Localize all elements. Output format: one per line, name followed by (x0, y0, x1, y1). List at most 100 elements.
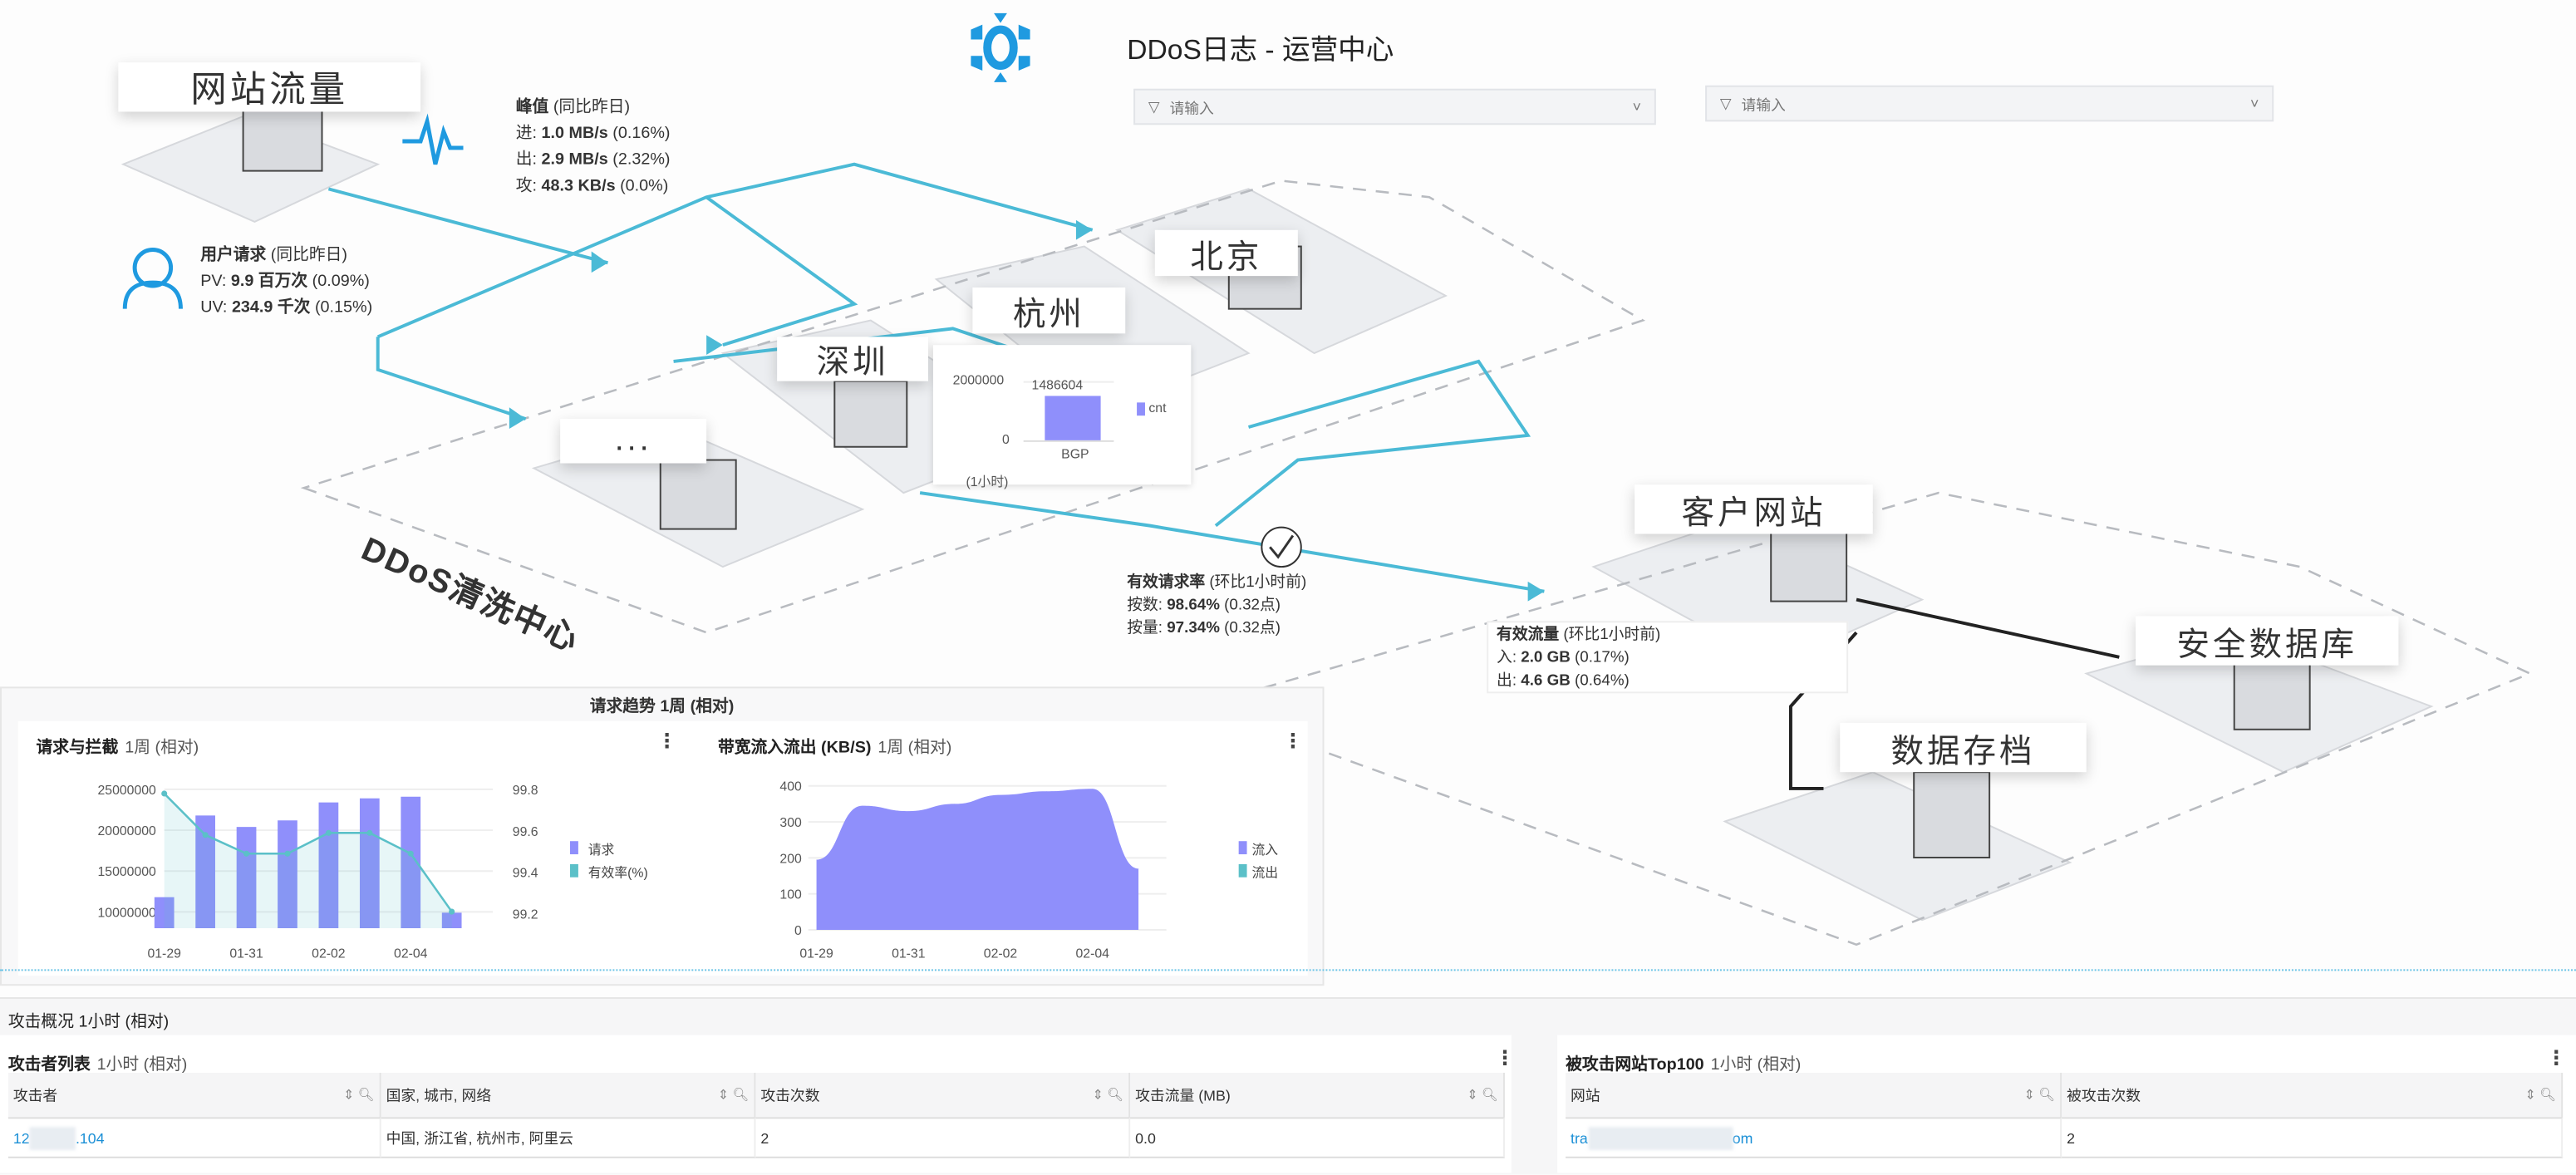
col-header-geo[interactable]: 国家, 城市, 网络 ⇕ 🔍︎ (381, 1073, 756, 1117)
attackers-table: 攻击者⇕ 🔍︎ 国家, 城市, 网络 ⇕ 🔍︎ 攻击次数⇕ 🔍︎ 攻击流量 (MB… (8, 1073, 1505, 1158)
x-tick-label: 01-31 (229, 947, 263, 961)
col-label: 攻击流量 (MB) (1135, 1084, 1231, 1106)
x-tick-label: 01-31 (892, 947, 926, 961)
pulse-icon (402, 121, 463, 164)
line-point-02-04 (408, 851, 414, 857)
sort-search-icon[interactable]: ⇕ 🔍︎ (1467, 1088, 1498, 1103)
user-req-title: 用户请求 (200, 247, 266, 265)
col-header-traffic[interactable]: 攻击流量 (MB) ⇕ 🔍︎ (1130, 1073, 1505, 1117)
sort-search-icon[interactable]: ⇕ 🔍︎ (718, 1088, 750, 1103)
table-row-cell-ip[interactable]: 12 .104 (8, 1117, 381, 1158)
valid-rate-title: 有效请求率 (1127, 573, 1205, 592)
vol-delta: (0.32点) (1224, 619, 1281, 637)
col-header-site[interactable]: 网站⇕ 🔍︎ (1566, 1073, 2062, 1117)
vt-out-pct: (0.64%) (1575, 672, 1630, 691)
y2-tick-label: 99.6 (513, 825, 538, 839)
node-shenzhen[interactable]: 深圳 (777, 337, 928, 381)
table-row-cell-count: 2 (755, 1117, 1130, 1158)
top-sites-more-icon[interactable]: ⋮ (2546, 1046, 2566, 1069)
label-website-traffic: 网站流量 (118, 62, 420, 111)
col-header-attack-count[interactable]: 被攻击次数 ⇕ 🔍︎ (2062, 1073, 2563, 1117)
chart2-title: 带宽流入流出 (KB/S)1周 (相对) (718, 733, 951, 758)
valid-traffic-title: 有效流量 (1497, 626, 1559, 644)
pv-label: PV: (200, 273, 226, 291)
pv-value: 9.9 百万次 (231, 273, 307, 291)
mini-value-label: 1486604 (1032, 378, 1084, 393)
site-prefix[interactable]: tra (1571, 1129, 1588, 1146)
legend-swatch (1239, 841, 1247, 854)
x-tick-label: 02-04 (1076, 947, 1110, 961)
node-more[interactable]: ... (560, 419, 706, 463)
col-label: 被攻击次数 (2067, 1084, 2141, 1106)
chart2-subtitle: 1周 (相对) (878, 740, 951, 758)
mini-y-max: 2000000 (953, 373, 1005, 388)
y-tick-label: 200 (779, 852, 802, 866)
sort-search-icon[interactable]: ⇕ 🔍︎ (1093, 1088, 1124, 1103)
requests-chart: 2500000020000000150000001000000099.899.6… (0, 755, 674, 977)
line-point-02-05 (449, 909, 455, 915)
user-icon (125, 250, 180, 309)
attackers-title-text: 攻击者列表 (8, 1056, 91, 1074)
mini-bar[interactable] (1045, 396, 1100, 440)
user-req-cmp: (同比昨日) (271, 247, 347, 265)
line-point-02-02 (326, 830, 332, 836)
server-database-icon (2234, 661, 2310, 730)
node-beijing[interactable]: 北京 (1155, 230, 1298, 276)
col-label: 国家, 城市, 网络 (386, 1084, 492, 1106)
peak-atk-value: 48.3 KB/s (542, 178, 616, 196)
peak-out-pct: (2.32%) (612, 151, 670, 170)
x-tick-label: 02-04 (394, 947, 428, 961)
table-row-cell-site[interactable]: tra om (1566, 1117, 2062, 1158)
uv-label: UV: (200, 299, 227, 317)
valid-traffic-cmp: (环比1小时前) (1563, 626, 1660, 644)
check-circle-icon (1261, 528, 1300, 567)
line-point-02-03 (366, 830, 372, 836)
chart1-more-icon[interactable]: ⋮ (657, 730, 677, 753)
site-suffix[interactable]: om (1733, 1129, 1753, 1146)
sort-search-icon[interactable]: ⇕ 🔍︎ (2524, 1088, 2556, 1103)
node-hangzhou[interactable]: 杭州 (972, 288, 1125, 333)
y-tick-label: 400 (779, 780, 802, 794)
uv-pct: (0.15%) (315, 299, 372, 317)
sort-search-icon[interactable]: ⇕ 🔍︎ (2023, 1088, 2055, 1103)
attackers-subtitle: 1小时 (相对) (97, 1056, 188, 1074)
mini-period: (1小时) (966, 473, 1008, 491)
valid-rate-stats: 有效请求率 (环比1小时前) 按数: 98.64% (0.32点) 按量: 97… (1127, 572, 1306, 641)
line-point-02-01 (284, 851, 290, 857)
ip-prefix[interactable]: 12 (13, 1129, 30, 1146)
node-data-archive[interactable]: 数据存档 (1840, 723, 2087, 772)
legend-swatch (570, 841, 578, 854)
node-customer-website[interactable]: 客户网站 (1635, 484, 1873, 533)
node-security-db[interactable]: 安全数据库 (2136, 616, 2398, 665)
peak-stats: 峰值 (同比昨日) 进: 1.0 MB/s (0.16%) 出: 2.9 MB/… (516, 96, 671, 201)
ip-suffix[interactable]: .104 (76, 1129, 105, 1146)
line-point-01-31 (243, 851, 249, 857)
y2-tick-label: 99.4 (513, 867, 538, 881)
legend-swatch (1239, 864, 1247, 878)
peak-cmp: (同比昨日) (553, 99, 630, 117)
col-header-attacker[interactable]: 攻击者⇕ 🔍︎ (8, 1073, 381, 1117)
attackers-more-icon[interactable]: ⋮ (1495, 1046, 1515, 1069)
peak-atk-pct: (0.0%) (620, 178, 668, 196)
legend-label: 流入 (1251, 843, 1278, 858)
mini-category: BGP (1061, 447, 1089, 462)
mini-chart-popup: 2000000 0 1486604 BGP cnt (1小时) (933, 345, 1191, 484)
count-label: 按数: (1127, 597, 1163, 615)
server-chart-icon (1914, 772, 1989, 858)
y2-tick-label: 99.2 (513, 907, 538, 922)
sort-search-icon[interactable]: ⇕ 🔍︎ (343, 1088, 375, 1103)
attackers-title: 攻击者列表 1小时 (相对) (8, 1050, 187, 1074)
y2-tick-label: 99.8 (513, 784, 538, 798)
redacted-blur (30, 1126, 76, 1149)
col-header-count[interactable]: 攻击次数⇕ 🔍︎ (755, 1073, 1130, 1117)
count-value: 98.64% (1167, 597, 1220, 615)
pv-pct: (0.09%) (312, 273, 370, 291)
chart1-title-text: 请求与拦截 (36, 740, 118, 758)
vt-out-value: 4.6 GB (1521, 672, 1571, 691)
server-globe-icon (1771, 529, 1846, 602)
server-location-icon (661, 460, 736, 529)
chart2-more-icon[interactable]: ⋮ (1283, 730, 1303, 753)
